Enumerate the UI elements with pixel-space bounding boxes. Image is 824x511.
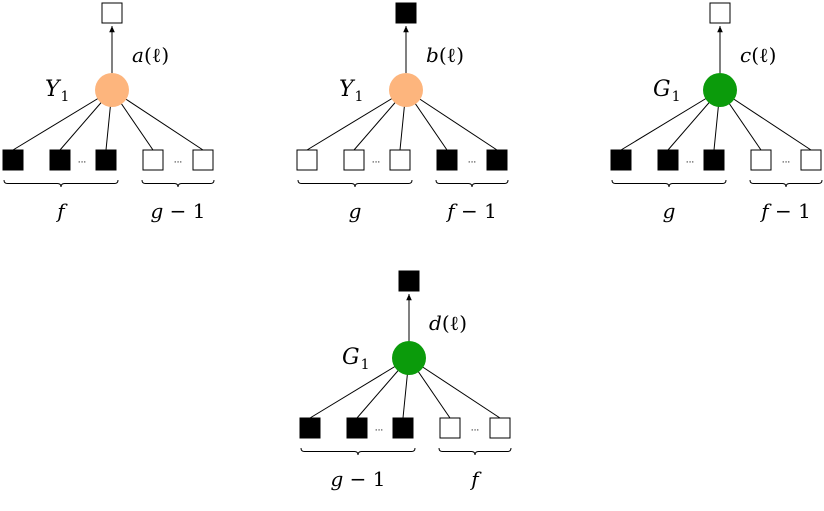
edge-c-4 (719, 89, 812, 151)
edge-label-name-c: c (740, 43, 751, 67)
brace-right-a (141, 179, 215, 188)
brace-right-b (435, 179, 509, 188)
node-circle-d (392, 341, 426, 375)
child-square-c-4 (800, 149, 822, 171)
edge-label-arg-b: (ℓ) (439, 43, 464, 67)
brace-label-right-suffix-c: − 1 (769, 199, 811, 223)
edge-a-0 (12, 89, 113, 151)
edge-label-name-b: b (426, 43, 439, 67)
child-square-d-0 (299, 417, 321, 439)
brace-label-left-var-b: g (349, 199, 362, 223)
node-label-d: G1 (342, 345, 370, 373)
brace-label-right-var-d: f (469, 467, 482, 491)
child-square-b-0 (296, 149, 318, 171)
child-square-d-4 (489, 417, 511, 439)
edge-label-arg-c: (ℓ) (751, 43, 776, 67)
top-square-d (398, 270, 420, 292)
edge-label-name-d: d (429, 311, 442, 335)
ellipsis-right-b: ··· (468, 158, 477, 168)
edge-label-name-a: a (132, 43, 144, 67)
brace-label-left-var-c: g (663, 199, 676, 223)
brace-left-b (297, 179, 413, 188)
node-circle-a (95, 73, 129, 107)
child-square-d-1 (346, 417, 368, 439)
child-square-a-1 (49, 149, 71, 171)
child-square-b-1 (343, 149, 365, 171)
child-square-c-2 (703, 149, 725, 171)
diagram-b: ··· ··· Y1 b(ℓ) g f − 1 (296, 2, 509, 223)
child-square-a-0 (2, 149, 24, 171)
node-label-a: Y1 (45, 77, 69, 105)
brace-label-left-var-d: g (330, 467, 343, 491)
brace-left-c (611, 179, 727, 188)
top-square-c (709, 2, 731, 24)
child-square-c-3 (750, 149, 772, 171)
ellipsis-left-d: ··· (375, 426, 384, 436)
node-subscript-c: 1 (672, 89, 681, 105)
child-square-b-4 (486, 149, 508, 171)
node-label-c: G1 (653, 77, 681, 105)
child-square-a-3 (142, 149, 164, 171)
child-square-d-3 (439, 417, 461, 439)
brace-label-right-var-a: g (150, 199, 163, 223)
child-square-a-4 (192, 149, 214, 171)
ellipsis-left-a: ··· (78, 158, 87, 168)
brace-label-right-d: f (469, 467, 482, 491)
brace-label-left-var-a: f (55, 199, 68, 223)
ellipsis-left-c: ··· (686, 158, 695, 168)
child-square-a-2 (95, 149, 117, 171)
child-square-d-2 (392, 417, 414, 439)
child-square-b-2 (389, 149, 411, 171)
brace-label-right-b: f − 1 (445, 199, 497, 223)
brace-label-right-a: g − 1 (150, 199, 205, 223)
edge-b-0 (306, 89, 407, 151)
brace-label-left-d: g − 1 (330, 467, 385, 491)
edge-c-0 (620, 89, 721, 151)
edge-label-c: c(ℓ) (740, 43, 776, 67)
edge-b-4 (405, 89, 498, 151)
node-circle-b (389, 73, 423, 107)
node-subscript-d: 1 (361, 357, 370, 373)
edge-a-4 (111, 89, 204, 151)
child-square-b-3 (436, 149, 458, 171)
diagram-d: ··· ··· G1 d(ℓ) g − 1 f (299, 270, 512, 491)
edge-label-arg-a: (ℓ) (144, 43, 169, 67)
edge-label-d: d(ℓ) (429, 311, 467, 335)
edge-label-a: a(ℓ) (132, 43, 169, 67)
edge-label-b: b(ℓ) (426, 43, 464, 67)
brace-label-left-a: f (55, 199, 68, 223)
child-square-c-0 (610, 149, 632, 171)
edge-d-4 (408, 357, 501, 419)
brace-right-d (438, 447, 512, 456)
ellipsis-right-c: ··· (782, 158, 791, 168)
ellipsis-right-d: ··· (471, 426, 480, 436)
child-square-c-1 (657, 149, 679, 171)
brace-label-left-c: g (663, 199, 676, 223)
edge-d-0 (309, 357, 410, 419)
brace-right-c (749, 179, 823, 188)
top-square-b (395, 2, 417, 24)
brace-label-right-c: f − 1 (759, 199, 811, 223)
node-subscript-a: 1 (61, 89, 70, 105)
ellipsis-left-b: ··· (372, 158, 381, 168)
edge-label-arg-d: (ℓ) (442, 311, 467, 335)
brace-left-d (300, 447, 416, 456)
ellipsis-right-a: ··· (174, 158, 183, 168)
node-subscript-b: 1 (355, 89, 364, 105)
node-circle-c (703, 73, 737, 107)
brace-left-a (3, 179, 119, 188)
node-label-b: Y1 (339, 77, 363, 105)
diagram-c: ··· ··· G1 c(ℓ) g f − 1 (610, 2, 823, 223)
brace-label-left-suffix-d: − 1 (343, 467, 385, 491)
brace-label-right-suffix-b: − 1 (455, 199, 497, 223)
brace-label-right-suffix-a: − 1 (163, 199, 205, 223)
top-square-a (101, 2, 123, 24)
diagram-a: ··· ··· Y1 a(ℓ) f g − 1 (2, 2, 215, 223)
brace-label-left-b: g (349, 199, 362, 223)
